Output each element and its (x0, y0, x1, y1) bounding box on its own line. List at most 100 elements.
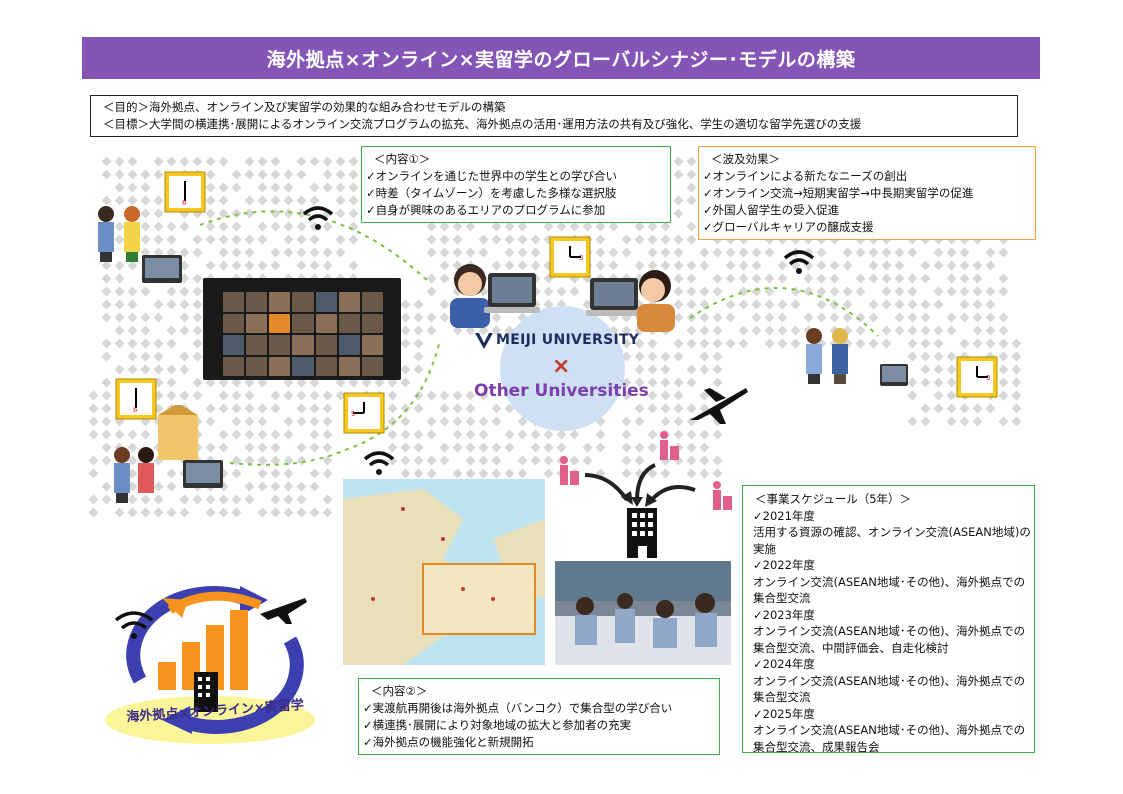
map-dot (244, 390, 255, 401)
map-dot (803, 286, 814, 297)
map-dot (686, 364, 697, 375)
map-dot (1011, 403, 1022, 414)
map-dot (491, 221, 502, 232)
map-dot (452, 403, 463, 414)
map-dot (101, 312, 112, 323)
map-dot (127, 260, 138, 271)
map-dot (712, 429, 723, 440)
map-dot (634, 351, 645, 362)
map-dot (686, 299, 697, 310)
map-dot (140, 325, 151, 336)
map-dot (530, 429, 541, 440)
map-dot (439, 247, 450, 258)
map-dot (257, 182, 268, 193)
arrows-to-building-icon (584, 463, 696, 507)
map-dot (686, 429, 697, 440)
map-dot (309, 234, 320, 245)
map-dot (569, 221, 580, 232)
map-dot (283, 234, 294, 245)
map-dot (998, 325, 1009, 336)
map-dot (179, 325, 190, 336)
map-dot (244, 208, 255, 219)
map-dot (673, 429, 684, 440)
clock-icon: 9 (343, 392, 385, 434)
map-dot (309, 481, 320, 492)
map-dot (738, 299, 749, 310)
map-dot (933, 286, 944, 297)
map-dot (686, 286, 697, 297)
map-dot (309, 390, 320, 401)
map-dot (283, 208, 294, 219)
map-dot (933, 403, 944, 414)
map-dot (530, 260, 541, 271)
map-dot (218, 403, 229, 414)
map-dot (309, 195, 320, 206)
map-dot (283, 221, 294, 232)
map-dot (504, 260, 515, 271)
map-dot (959, 403, 970, 414)
map-dot (686, 182, 697, 193)
map-dot (543, 286, 554, 297)
map-dot (634, 364, 645, 375)
map-dot (127, 364, 138, 375)
map-dot (491, 442, 502, 453)
map-dot (231, 403, 242, 414)
map-dot (868, 260, 879, 271)
map-dot (946, 403, 957, 414)
map-dot (205, 169, 216, 180)
map-dot (647, 338, 658, 349)
map-dot (829, 260, 840, 271)
map-dot (309, 260, 320, 271)
map-dot (673, 286, 684, 297)
map-dot (335, 377, 346, 388)
map-dot (88, 494, 99, 505)
map-dot (439, 390, 450, 401)
map-dot (296, 416, 307, 427)
map-dot (231, 468, 242, 479)
map-dot (946, 247, 957, 258)
map-dot (101, 156, 112, 167)
map-dot (127, 286, 138, 297)
map-dot (712, 312, 723, 323)
map-dot (335, 208, 346, 219)
content1-item: ✓自身が興味のあるエリアのプログラムに参加 (366, 203, 606, 217)
map-dot (946, 416, 957, 427)
map-dot (673, 351, 684, 362)
map-dot (621, 390, 632, 401)
map-dot (660, 351, 671, 362)
map-dot (192, 494, 203, 505)
map-dot (478, 234, 489, 245)
map-dot (114, 156, 125, 167)
map-dot (751, 299, 762, 310)
map-dot (88, 416, 99, 427)
map-dot (1011, 377, 1022, 388)
map-dot (634, 377, 645, 388)
map-dot (699, 455, 710, 466)
map-dot (140, 364, 151, 375)
map-dot (257, 403, 268, 414)
map-dot (296, 260, 307, 271)
map-dot (439, 299, 450, 310)
map-dot (296, 221, 307, 232)
map-dot (959, 299, 970, 310)
map-dot (270, 169, 281, 180)
map-dot (400, 312, 411, 323)
map-dot (712, 273, 723, 284)
map-dot (868, 247, 879, 258)
map-dot (452, 442, 463, 453)
map-dot (166, 390, 177, 401)
map-dot (296, 455, 307, 466)
map-dot (452, 390, 463, 401)
map-dot (543, 442, 554, 453)
map-dot (101, 169, 112, 180)
map-dot (114, 169, 125, 180)
map-dot (946, 364, 957, 375)
map-dot (881, 260, 892, 271)
map-dot (478, 325, 489, 336)
map-dot (920, 325, 931, 336)
map-dot (816, 260, 827, 271)
map-dot (309, 156, 320, 167)
map-dot (634, 442, 645, 453)
map-dot (647, 390, 658, 401)
map-dot (114, 182, 125, 193)
